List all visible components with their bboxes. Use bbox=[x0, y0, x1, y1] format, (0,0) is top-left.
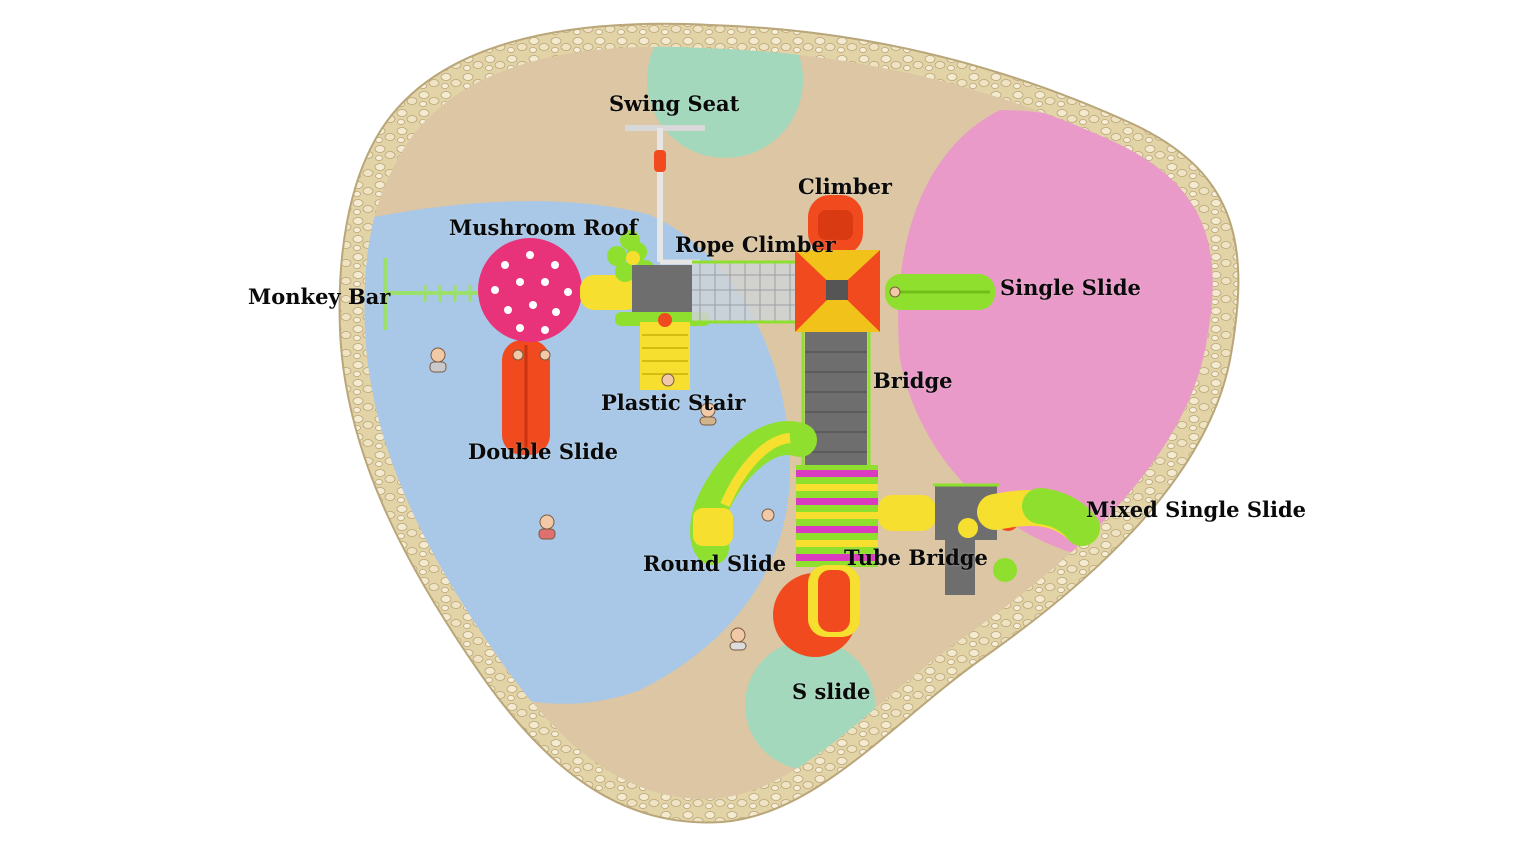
single-slide bbox=[885, 274, 995, 310]
label-plastic-stair: Plastic Stair bbox=[601, 390, 746, 415]
label-round-slide: Round Slide bbox=[643, 551, 787, 576]
label-tube-bridge: Tube Bridge bbox=[844, 545, 988, 570]
climber bbox=[808, 195, 863, 255]
label-rope-climber: Rope Climber bbox=[675, 232, 836, 257]
bridge bbox=[801, 332, 871, 467]
tower-roof bbox=[795, 250, 880, 332]
label-mushroom-roof: Mushroom Roof bbox=[449, 215, 638, 240]
label-single-slide: Single Slide bbox=[1000, 275, 1141, 300]
monkey-bar bbox=[383, 258, 485, 330]
label-mixed-single-slide: Mixed Single Slide bbox=[1086, 497, 1307, 522]
mixed-single-slide bbox=[977, 488, 1100, 546]
mint-zone-top bbox=[647, 46, 803, 158]
label-bridge: Bridge bbox=[873, 368, 953, 393]
label-monkey-bar: Monkey Bar bbox=[248, 284, 391, 309]
label-swing-seat: Swing Seat bbox=[609, 91, 740, 116]
rope-climber bbox=[692, 260, 797, 324]
tube-connector bbox=[580, 275, 640, 310]
double-slide bbox=[502, 340, 550, 455]
label-climber: Climber bbox=[798, 174, 892, 199]
pink-zone bbox=[898, 110, 1213, 560]
label-s-slide: S slide bbox=[792, 679, 871, 704]
label-double-slide: Double Slide bbox=[468, 439, 618, 464]
mushroom-roof bbox=[478, 238, 582, 342]
child-figures bbox=[429, 286, 901, 651]
tube-bridge bbox=[796, 465, 936, 567]
round-slide bbox=[690, 421, 817, 565]
platform-left bbox=[632, 265, 692, 317]
s-slide bbox=[773, 565, 860, 657]
